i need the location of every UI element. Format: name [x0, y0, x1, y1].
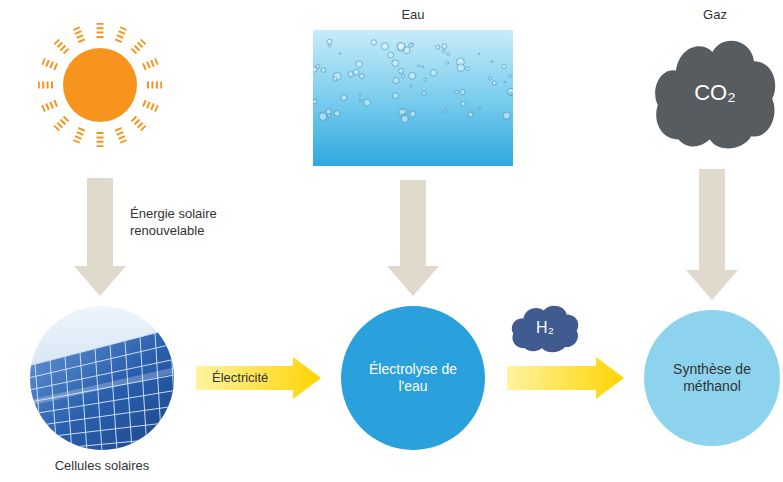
node-caption: Cellules solaires: [10, 458, 194, 474]
edge-label: Électricité: [212, 369, 268, 387]
node-shape: [30, 306, 174, 450]
node-text: Synthèse de méthanol: [662, 361, 762, 396]
solar-cell-circle: Cellules solaires: [30, 306, 174, 478]
text-area: Électrolyse de l'eau: [341, 306, 485, 450]
node-heading: Gaz: [630, 7, 783, 23]
node-text: Électrolyse de l'eau: [361, 361, 465, 396]
sun-arrow: [74, 178, 126, 296]
node-heading: Eau: [293, 7, 533, 23]
flow-arrow: [686, 169, 738, 300]
gas-cloud: GazCO₂: [650, 5, 780, 155]
text-area: Synthèse de méthanol: [644, 310, 780, 446]
text-area: H₂: [509, 301, 581, 355]
edge-label: H₂: [536, 319, 554, 337]
process-circle: Synthèse de méthanol: [644, 310, 780, 446]
flow-arrow: [196, 357, 321, 399]
flow-arrow: [387, 180, 439, 296]
annotation-label: Énergie solaire renouvelable: [130, 205, 250, 239]
gas-cloud-label: H₂: [509, 301, 581, 355]
process-circle: Électrolyse de l'eau: [341, 306, 485, 450]
photo-box: Eau: [313, 5, 513, 166]
text-area: CO₂: [650, 30, 780, 155]
node-shape: [313, 30, 513, 166]
sun: [38, 23, 162, 147]
node-text: CO₂: [694, 79, 736, 107]
flow-arrow: [507, 357, 624, 399]
